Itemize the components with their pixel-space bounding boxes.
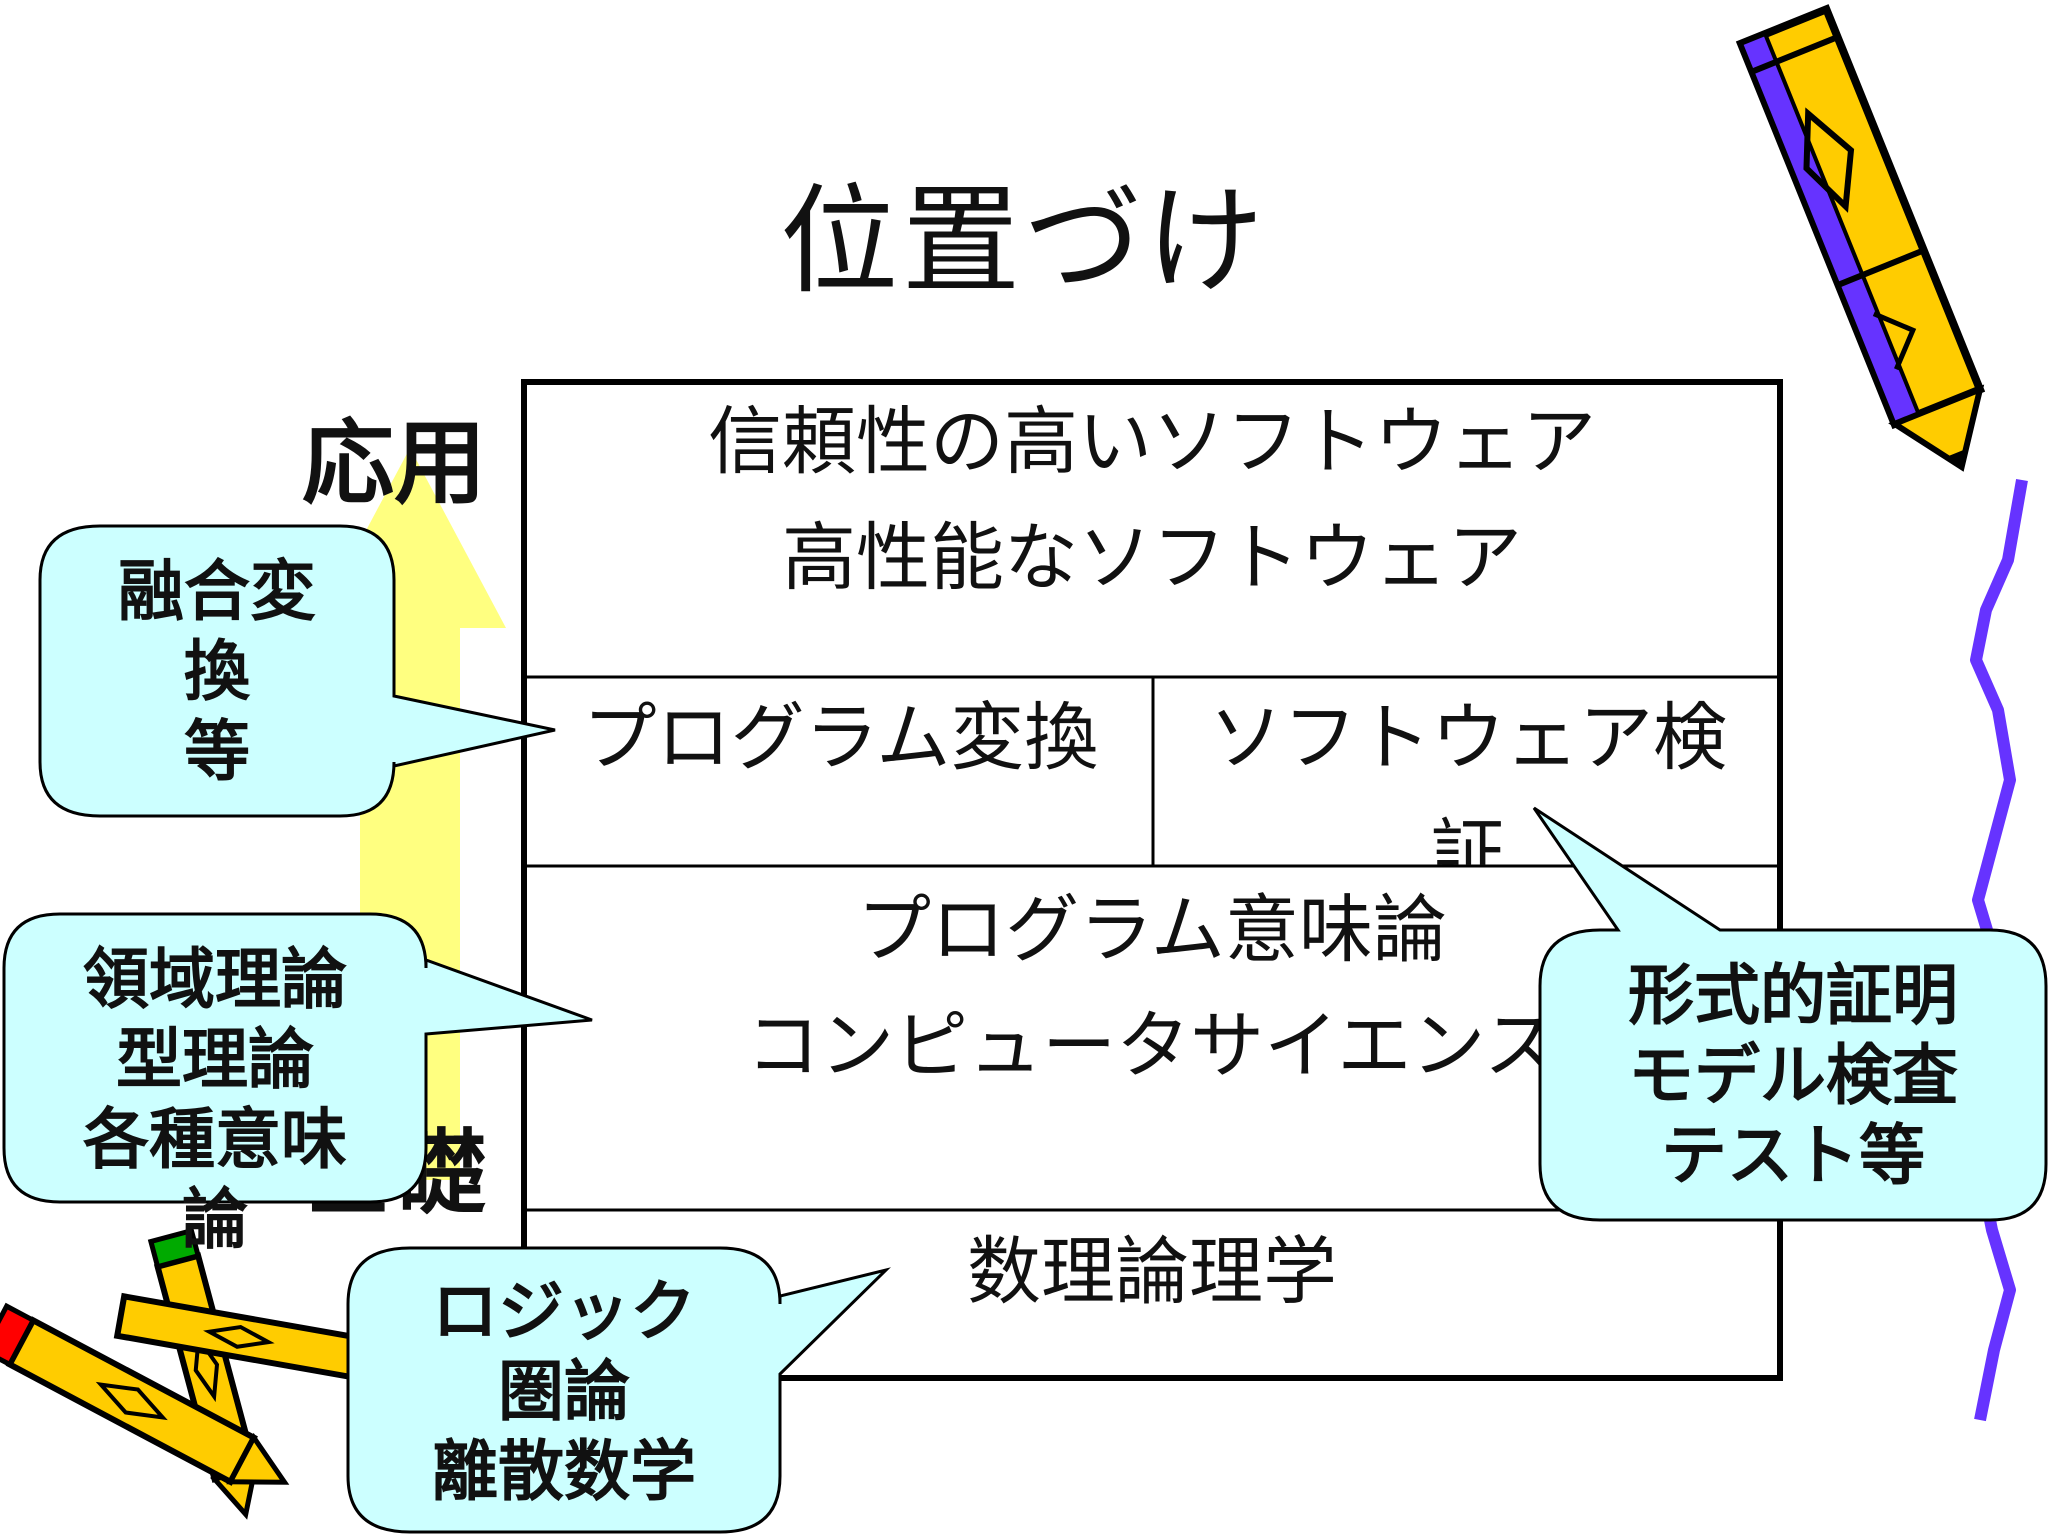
- row3-line2: コンピュータサイエンス: [746, 1003, 1558, 1089]
- pencil-icon: [0, 1302, 290, 1486]
- callout-transform-line: 融合変: [118, 553, 316, 630]
- row2-left-text: プログラム変換: [582, 695, 1099, 781]
- callout-transform-line: 換: [184, 633, 250, 710]
- callout-transform-shape: [38, 524, 556, 818]
- callout-transform: 融合変 換 等: [40, 552, 394, 792]
- row3-line1: プログラム意味論: [857, 887, 1447, 973]
- row2-right-line2: 証: [1431, 811, 1505, 865]
- callout-transform-line: 等: [184, 713, 250, 790]
- callout-semantics-line: 領域理論: [83, 941, 347, 1018]
- callout-verification: 形式的証明 モデル検査 テスト等: [1540, 956, 2046, 1196]
- row1-line2: 高性能なソフトウェア: [782, 515, 1522, 601]
- callout-semantics-shape: [2, 912, 593, 1204]
- callout-semantics: 領域理論 型理論 各種意味 論: [4, 940, 426, 1260]
- page-title: 位置づけ: [779, 172, 1268, 310]
- table-cell-row2-right: ソフトウェア検 証: [1156, 680, 1780, 865]
- row4-line1: 数理論理学: [967, 1229, 1337, 1315]
- pencil-icon: [1735, 4, 1986, 472]
- callout-logic-line: 圏論: [498, 1353, 630, 1430]
- callout-semantics-line: 論: [182, 1181, 248, 1258]
- row1-line1: 信頼性の高いソフトウェア: [708, 399, 1596, 485]
- callout-verification-line: テスト等: [1661, 1117, 1925, 1194]
- callout-semantics-line: 各種意味: [83, 1101, 347, 1178]
- callout-verification-line: 形式的証明: [1628, 957, 1958, 1034]
- table-cell-row3: プログラム意味論 コンピュータサイエンス: [524, 872, 1780, 1104]
- callout-logic-line: ロジック: [432, 1273, 696, 1350]
- table-cell-row4: 数理論理学: [524, 1214, 1780, 1330]
- table-cell-row1: 信頼性の高いソフトウェア 高性能なソフトウェア: [524, 384, 1780, 616]
- callout-semantics-line: 型理論: [116, 1021, 314, 1098]
- callout-logic: ロジック 圏論 離散数学: [348, 1272, 780, 1512]
- table-cell-row2-left: プログラム変換: [528, 680, 1153, 796]
- callout-verification-line: モデル検査: [1628, 1037, 1958, 1114]
- callout-logic-line: 離散数学: [432, 1433, 696, 1510]
- callout-verification-shape: [1532, 806, 2048, 1222]
- row2-right-line1: ソフトウェア検: [1209, 695, 1727, 781]
- callout-logic-shape: [346, 1246, 891, 1534]
- axis-top-label: 応用: [302, 410, 487, 517]
